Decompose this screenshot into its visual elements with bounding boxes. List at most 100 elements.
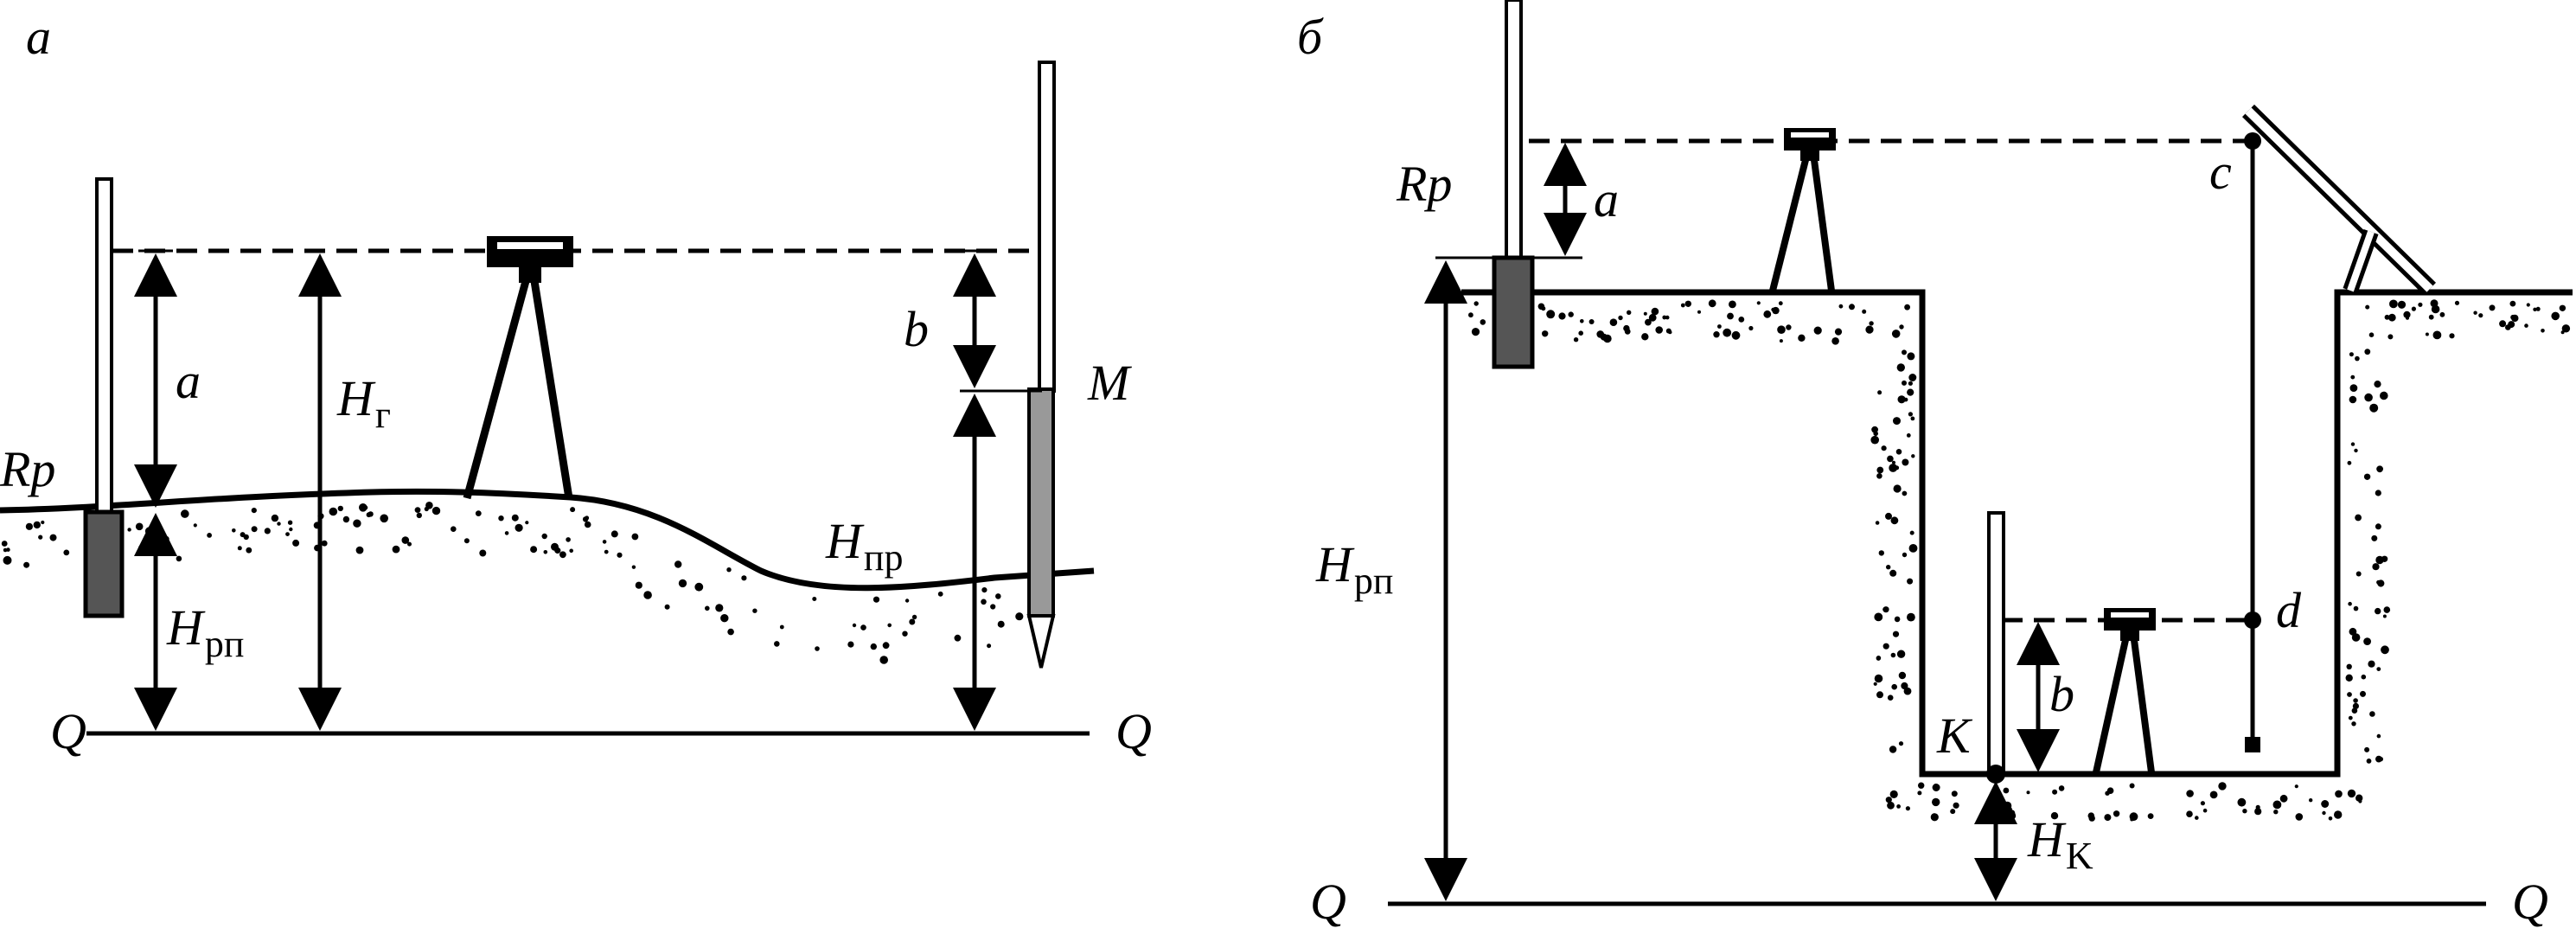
datum-label-right-a: Q <box>1115 703 1152 759</box>
soil-dot <box>1889 569 1897 577</box>
point-k-height-sub-b: K <box>2066 835 2093 877</box>
soil-dot <box>292 539 300 547</box>
soil-dot <box>49 534 57 541</box>
soil-dot <box>1892 631 1900 637</box>
soil-dot <box>176 555 182 562</box>
soil-dot <box>2364 393 2373 402</box>
soil-dot <box>363 505 368 510</box>
soil-dot <box>981 587 988 593</box>
soil-dot <box>2009 812 2017 820</box>
soil-dot <box>2351 721 2356 727</box>
soil-dot <box>1896 804 1902 809</box>
soil-dot <box>1786 324 1792 330</box>
soil-dot <box>525 521 529 525</box>
soil-texture-b <box>1468 299 2571 822</box>
soil-dot <box>1542 330 1549 337</box>
soil-dot <box>1471 328 1480 336</box>
level-telescope-lens-a <box>497 242 563 249</box>
soil-dot <box>1897 395 1906 404</box>
soil-dot <box>1905 806 1910 811</box>
soil-dot <box>1778 301 1783 306</box>
soil-dot <box>997 620 1005 628</box>
point-c-marker <box>2244 132 2261 150</box>
soil-dot <box>543 550 548 554</box>
soil-dot <box>631 533 639 541</box>
soil-dot <box>193 523 197 528</box>
soil-dot <box>1731 330 1741 340</box>
soil-dot <box>2237 797 2247 807</box>
soil-dot <box>1831 337 1839 345</box>
soil-dot <box>990 604 996 610</box>
level-instrument-a <box>463 236 573 500</box>
soil-dot <box>1882 643 1889 650</box>
soil-dot <box>1684 300 1692 307</box>
soil-dot <box>2358 799 2362 803</box>
soil-dot <box>2541 329 2545 333</box>
soil-dot <box>2351 633 2361 642</box>
suspension-boom-b <box>2241 104 2437 296</box>
soil-dot <box>995 593 1001 599</box>
soil-dot <box>401 536 410 544</box>
soil-dot <box>1917 791 1922 796</box>
soil-dot <box>2130 817 2134 822</box>
soil-dot <box>2186 810 2193 817</box>
soil-dot <box>2364 746 2370 752</box>
soil-dot <box>1890 652 1896 658</box>
soil-dot <box>181 509 189 518</box>
soil-dot <box>566 537 571 542</box>
soil-dot <box>380 514 389 523</box>
tripod-leg-right-upper-b <box>1811 159 1835 291</box>
soil-dot <box>1887 455 1894 463</box>
soil-dot <box>1648 313 1657 322</box>
soil-dot <box>163 535 169 542</box>
soil-dot <box>679 580 684 585</box>
soil-dot <box>2000 816 2005 821</box>
point-height-sub-a: пр <box>864 536 904 579</box>
soil-dot <box>1771 307 1775 312</box>
soil-dot <box>1813 326 1822 335</box>
soil-dot <box>337 505 343 512</box>
benchmark-height-sub-b: рп <box>1354 560 1394 602</box>
soil-dot <box>617 552 623 558</box>
peg-m-a <box>1027 387 1055 618</box>
soil-dot <box>1896 650 1906 658</box>
soil-dot <box>1763 310 1772 318</box>
soil-dot <box>1901 682 1908 690</box>
benchmark-height-main-a: H <box>166 599 206 656</box>
soil-dot <box>1596 330 1604 338</box>
soil-dot <box>847 641 854 648</box>
soil-dot <box>271 514 279 522</box>
benchmark-height-label-b: Hрп <box>1315 536 1393 602</box>
soil-dot <box>2439 311 2445 317</box>
soil-dot <box>1578 330 1583 336</box>
soil-dot <box>2254 808 2262 816</box>
soil-dot <box>2524 323 2528 328</box>
soil-dot <box>1876 691 1883 699</box>
soil-dot <box>2349 395 2357 404</box>
soil-dot <box>1907 352 1915 361</box>
soil-dot <box>2368 332 2375 338</box>
soil-dot <box>287 520 293 525</box>
soil-dot <box>1887 801 1895 810</box>
point-k-height-main-b: H <box>2027 811 2067 867</box>
level-telescope-lens-upper-b <box>1791 132 1829 138</box>
soil-dot <box>2376 667 2381 671</box>
soil-dot <box>2353 698 2358 703</box>
soil-dot <box>2364 349 2371 355</box>
soil-dot <box>237 546 242 551</box>
soil-dot <box>2218 782 2227 791</box>
diagram-a: а Q Q Rp M a <box>0 9 1152 759</box>
soil-dot <box>1908 412 1913 417</box>
soil-dot <box>1908 374 1917 381</box>
soil-dot <box>1603 334 1612 343</box>
soil-dot <box>2389 299 2398 309</box>
soil-dot <box>1876 656 1882 661</box>
soil-dot <box>2347 460 2352 465</box>
soil-dot <box>1891 460 1896 464</box>
soil-dot <box>2387 313 2396 322</box>
soil-dot <box>2104 814 2112 822</box>
soil-dot <box>2242 809 2247 814</box>
soil-dot <box>2309 798 2313 803</box>
soil-dot <box>2383 606 2391 613</box>
